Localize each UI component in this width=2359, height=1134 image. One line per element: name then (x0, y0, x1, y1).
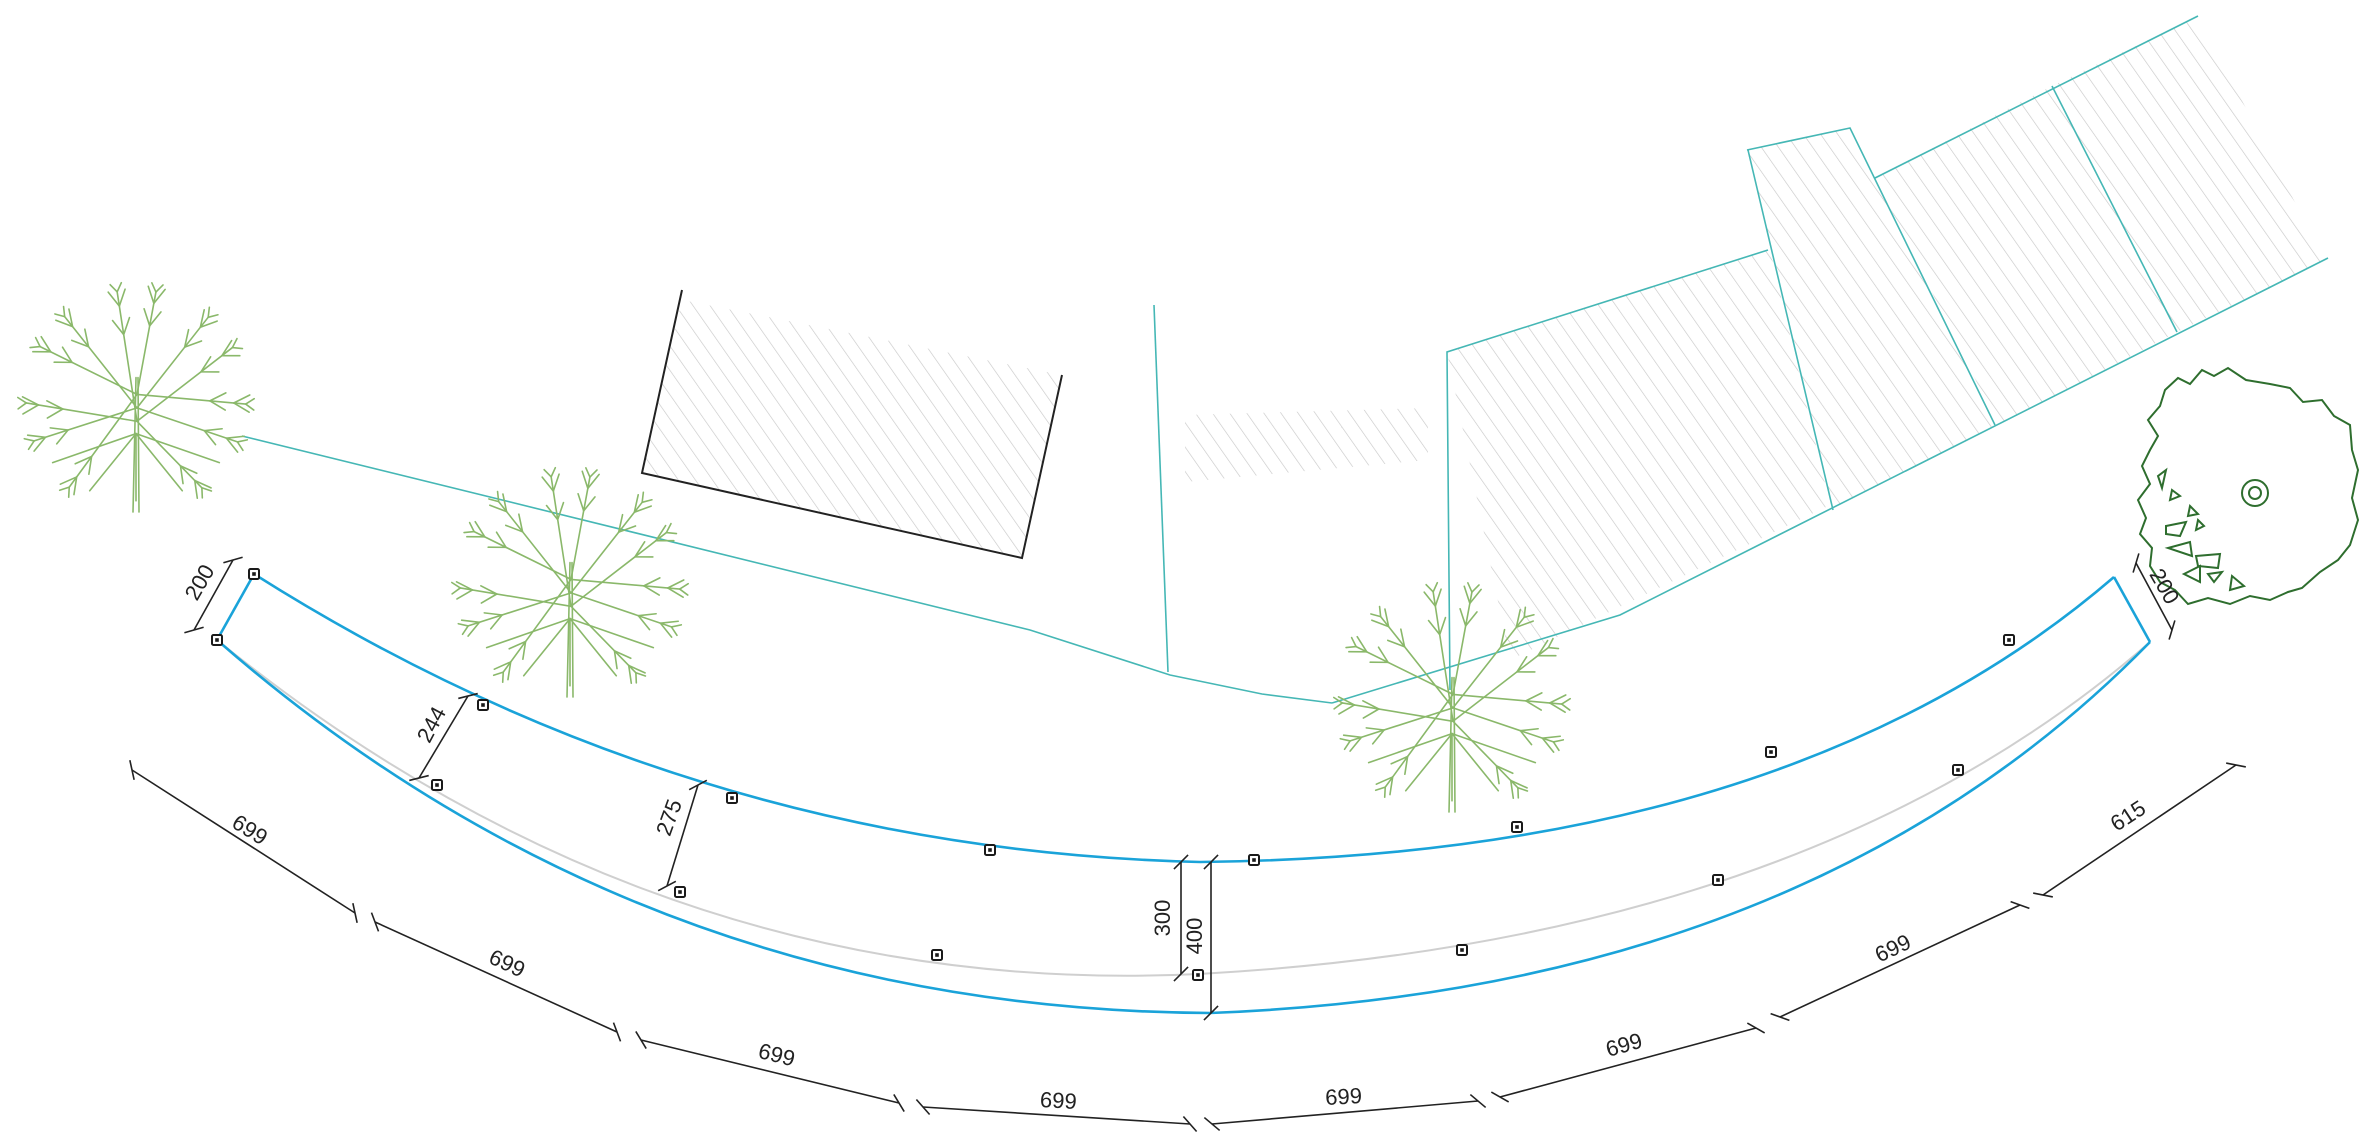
dim-offset-a: 244 (412, 702, 451, 746)
control-point-marker-dot (2007, 638, 2011, 642)
tree-symbol (1333, 581, 1572, 813)
dimension-tick (1490, 1091, 1510, 1103)
dim-offset-center-outer: 400 (1182, 918, 1207, 955)
site-boundary-lines (241, 15, 2329, 704)
dimension-line-segment-4 (922, 1106, 1191, 1125)
dimension-line-segment-5 (1211, 1100, 1479, 1125)
dimension-tick (223, 556, 243, 564)
dimension-tick (129, 760, 135, 780)
tree-symbol (451, 466, 690, 698)
dimension-tick (688, 779, 708, 791)
dimension-tick (1173, 966, 1189, 982)
dimension-line-segment-2 (374, 921, 618, 1033)
dimension-line-end-left (193, 559, 234, 631)
control-point-markers (211, 568, 2015, 981)
tree-plan-symbol (2136, 366, 2359, 606)
dimension-line-offset-a (418, 695, 469, 779)
dim-segment-5: 699 (1325, 1083, 1363, 1110)
control-point-marker-dot (935, 953, 939, 957)
dimension-tick (1173, 854, 1189, 870)
control-point-marker-dot (730, 796, 734, 800)
dim-segment-3: 699 (756, 1038, 798, 1071)
control-point-marker-dot (1716, 878, 1720, 882)
dimension-tick (1203, 1005, 1219, 1021)
hatch-strip-center (1185, 408, 1428, 482)
dim-width-end-left: 200 (179, 560, 219, 604)
dimension-tick (1770, 1012, 1790, 1022)
control-point-marker-dot (1769, 750, 1773, 754)
dimension-tick (657, 880, 677, 892)
dim-segment-1: 699 (228, 809, 272, 850)
dim-segment-4: 699 (1039, 1087, 1077, 1114)
dimension-tick (1203, 1116, 1221, 1132)
building-footprint-left (640, 289, 1063, 560)
dimension-tick (1469, 1093, 1487, 1109)
dimension-tick (915, 1098, 931, 1116)
dim-segment-8: 615 (2106, 795, 2150, 836)
control-point-marker-dot (1460, 948, 1464, 952)
control-point-marker-dot (678, 890, 682, 894)
dimension-tick (2010, 900, 2030, 910)
dimension-tick (458, 692, 478, 700)
dimension-tick (635, 1031, 647, 1049)
dimension-tick (2132, 553, 2140, 573)
dimension-tick (1203, 854, 1219, 870)
control-point-marker-dot (988, 848, 992, 852)
building-footprint-right (1447, 16, 2325, 660)
dimension-tick (612, 1022, 622, 1042)
control-point-marker-dot (215, 638, 219, 642)
dimension-line-segment-8 (2042, 764, 2237, 896)
control-point-marker-dot (1956, 768, 1960, 772)
dimension-line-segment-7 (1779, 904, 2021, 1018)
dimension-line-segment-3 (640, 1039, 900, 1104)
dimension-tick (893, 1094, 905, 1112)
dimension-tick (2168, 620, 2176, 640)
dimension-line-offset-b (666, 784, 699, 887)
dimension-tick (352, 903, 358, 923)
dimension-tick (2033, 892, 2053, 898)
control-point-marker-dot (1196, 973, 1200, 977)
control-point-marker-dot (1515, 825, 1519, 829)
curved-bench-outline (215, 572, 2152, 1015)
dim-segment-2: 699 (485, 944, 529, 982)
dimension-line-segment-1 (131, 769, 356, 914)
control-point-marker-dot (252, 572, 256, 576)
dimension-tick (1746, 1022, 1766, 1034)
dim-offset-center-inner: 300 (1150, 900, 1175, 937)
dim-width-end-right: 200 (2144, 564, 2184, 608)
dimension-tick (370, 912, 380, 932)
dimension-tick (184, 626, 204, 634)
tree-symbol (17, 281, 256, 513)
control-point-marker-dot (481, 703, 485, 707)
dim-segment-7: 699 (1871, 929, 1915, 967)
dimension-tick (2226, 762, 2246, 768)
dimension-line-segment-6 (1499, 1027, 1757, 1098)
control-point-marker-dot (1252, 858, 1256, 862)
dim-segment-6: 699 (1603, 1028, 1645, 1062)
dimension-line-end-right (2135, 562, 2173, 631)
control-point-marker-dot (435, 783, 439, 787)
dimension-tick (1182, 1115, 1198, 1133)
dimension-tick (409, 774, 429, 782)
dim-offset-b: 275 (651, 796, 687, 839)
